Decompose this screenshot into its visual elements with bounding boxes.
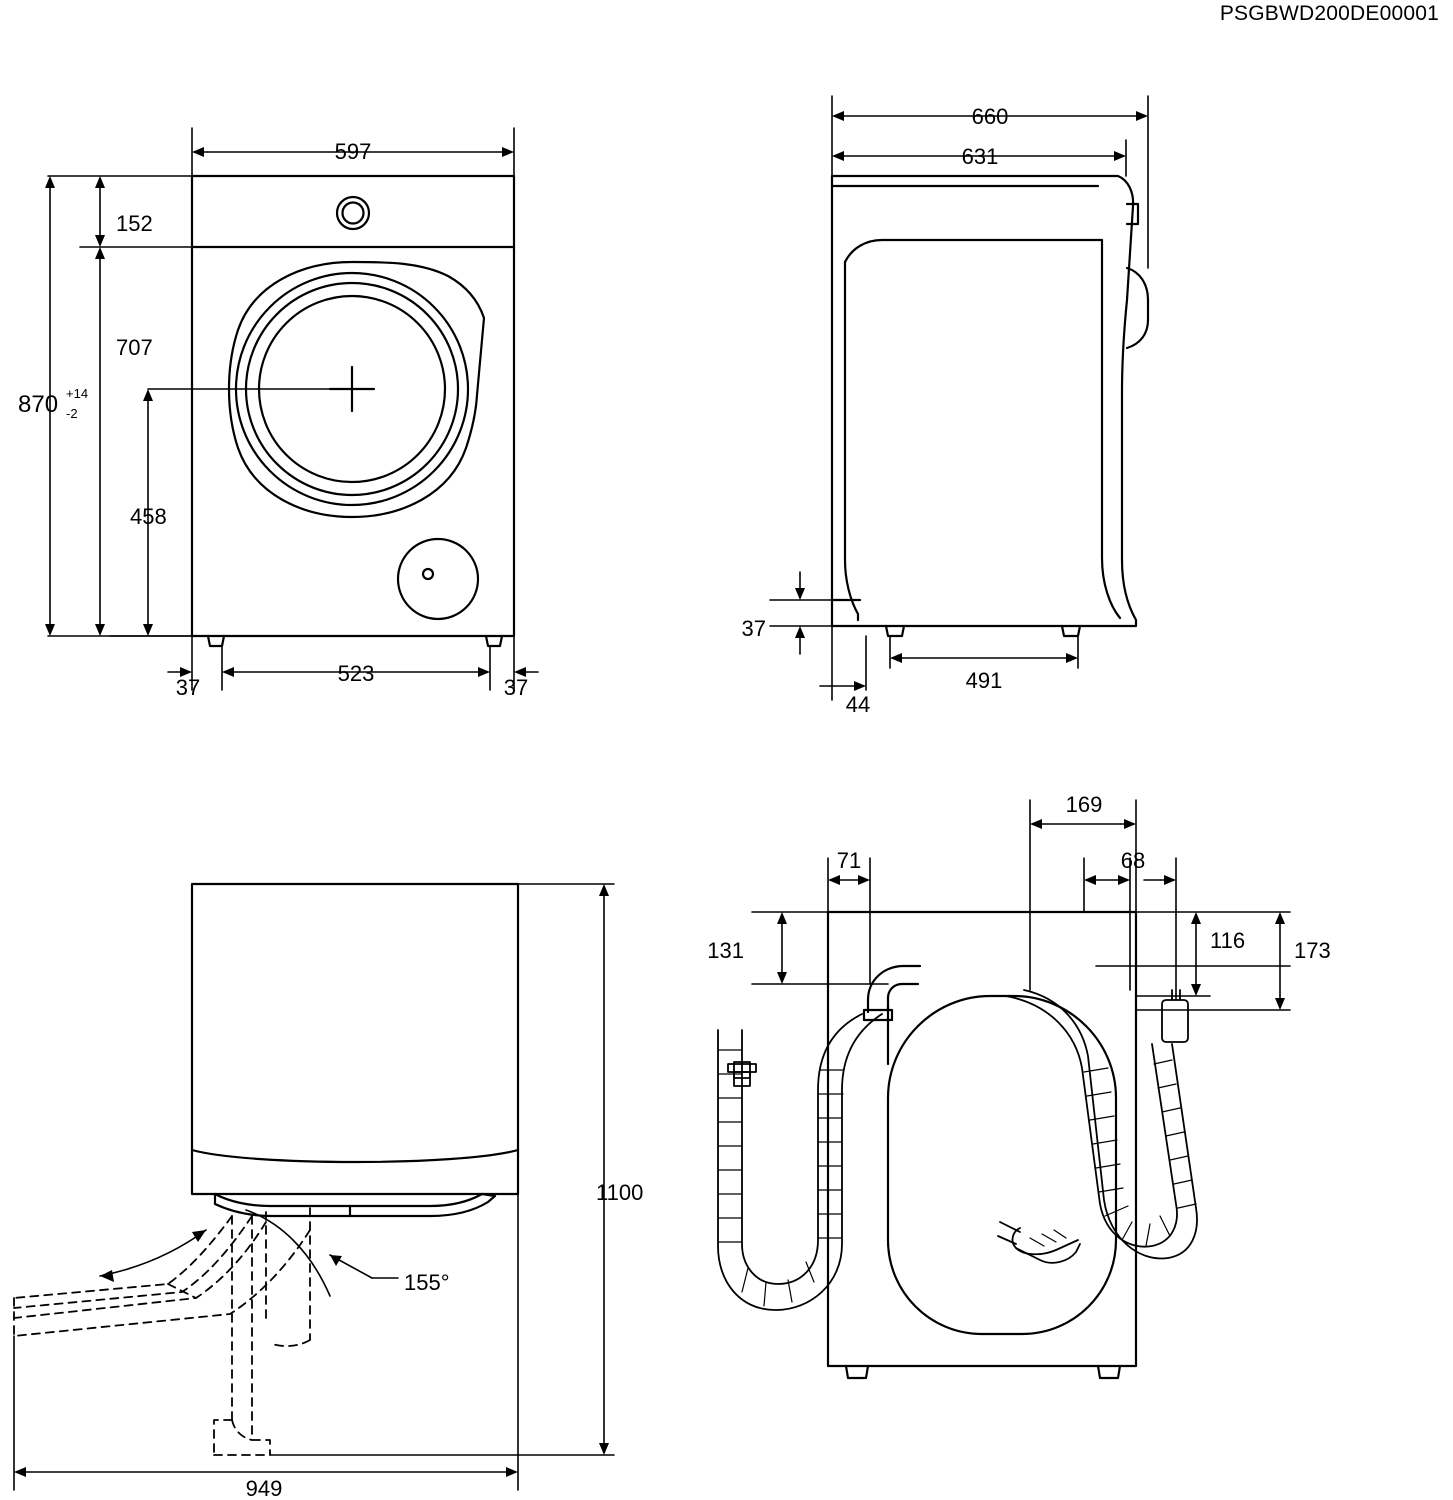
dim-front-overall-height: 870 — [18, 391, 58, 418]
dim-side-base-height: 37 — [742, 616, 766, 641]
dim-rear-drain-offset: 169 — [1066, 792, 1103, 817]
dim-door-open-depth: 1100 — [596, 1180, 643, 1205]
dim-front-door-zone: 707 — [116, 335, 153, 360]
dim-front-door-center: 458 — [130, 504, 167, 529]
dim-front-tolerance-minus: -2 — [66, 406, 78, 421]
door-swing-dimensions — [13, 883, 615, 1491]
dim-front-tolerance-plus: +14 — [66, 386, 88, 401]
rear-view-dimensions — [751, 799, 1291, 1011]
side-view-dimensions — [769, 95, 1149, 701]
dim-door-open-width: 949 — [246, 1476, 283, 1500]
side-view-body — [830, 174, 1150, 638]
dim-side-depth-body: 631 — [962, 144, 999, 169]
front-view-dimensions — [45, 127, 539, 691]
dim-rear-inlet-height: 131 — [707, 938, 744, 963]
dim-side-foot-offset: 44 — [846, 692, 870, 717]
dim-front-foot-left: 37 — [176, 675, 200, 700]
dim-rear-inlet-offset: 71 — [837, 848, 861, 873]
drawing-code: PSGBWD200DE00001 — [1219, 2, 1439, 25]
dim-door-angle: 155° — [404, 1270, 450, 1295]
door-swing-view-body — [190, 882, 520, 1218]
rear-view-hoses — [717, 989, 1198, 1311]
door-swing-open-ghost — [13, 1207, 311, 1456]
rear-view-body — [826, 910, 1138, 1380]
dim-side-depth-total: 660 — [972, 104, 1009, 129]
dim-side-foot-span: 491 — [966, 668, 1003, 693]
dim-rear-cable-height: 173 — [1294, 938, 1331, 963]
dim-front-panel-height: 152 — [116, 211, 153, 236]
dim-front-width: 597 — [335, 139, 372, 164]
dim-front-foot-span: 523 — [338, 661, 375, 686]
front-view-body — [190, 174, 516, 648]
dim-rear-cable-offset: 68 — [1121, 848, 1145, 873]
dim-front-foot-right: 37 — [504, 675, 528, 700]
dim-rear-drain-height: 116 — [1210, 928, 1245, 953]
